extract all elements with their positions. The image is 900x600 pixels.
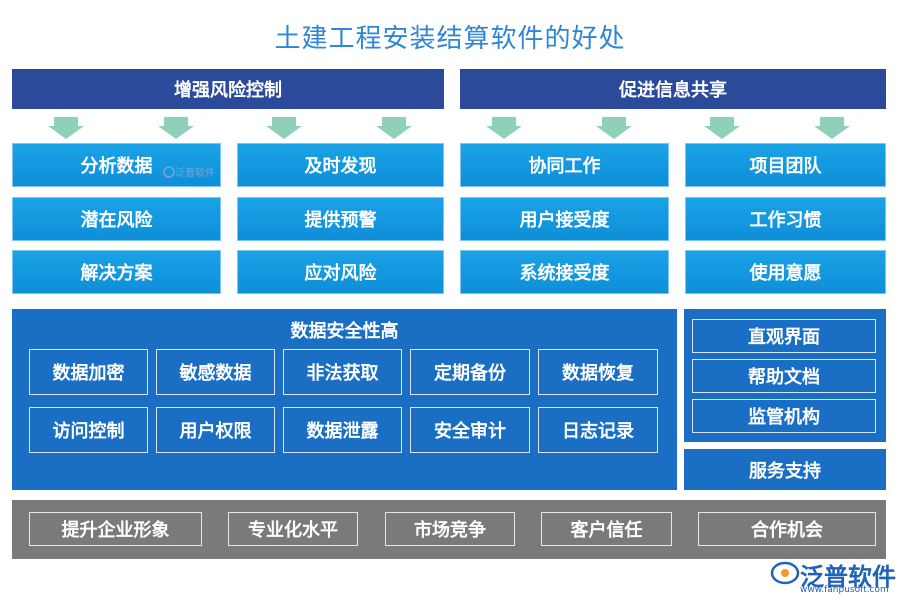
down-arrow-icon [814,117,850,139]
support-item: 直观界面 [692,319,876,353]
risk-cell: 及时发现 [237,143,444,187]
share-cell: 工作习惯 [685,197,886,241]
risk-cell: 解决方案 [12,250,221,294]
bottom-item: 客户信任 [541,512,672,546]
support-panel [684,309,886,442]
support-footer: 服务支持 [684,449,886,490]
security-item: 敏感数据 [156,349,275,395]
risk-cell: 分析数据 [12,143,221,187]
risk-header: 增强风险控制 [12,69,444,109]
page-title: 土建工程安装结算软件的好处 [274,24,626,54]
security-item: 数据泄露 [283,407,402,453]
share-cell: 用户接受度 [460,197,669,241]
security-title: 数据安全性高 [290,321,399,342]
security-item: 非法获取 [283,349,402,395]
down-arrow-icon [596,117,632,139]
security-item: 用户权限 [156,407,275,453]
fanpu-logo-icon [770,561,800,585]
security-item: 定期备份 [410,349,530,395]
risk-cell: 应对风险 [237,250,444,294]
watermark-small: 泛普软件 [163,164,215,179]
bottom-item: 市场竞争 [385,512,515,546]
share-cell: 协同工作 [460,143,669,187]
bottom-item: 提升企业形象 [29,512,202,546]
security-item: 日志记录 [538,407,658,453]
security-item: 安全审计 [410,407,530,453]
down-arrow-icon [376,117,412,139]
down-arrow-icon [266,117,302,139]
down-arrow-icon [486,117,522,139]
support-item: 帮助文档 [692,359,876,393]
share-header: 促进信息共享 [460,69,886,109]
logo-text: 泛普软件 [800,563,896,591]
down-arrow-icon [48,117,84,139]
fanpu-logo-icon [163,165,175,178]
share-cell: 系统接受度 [460,250,669,294]
security-panel [12,309,677,490]
security-item: 数据恢复 [538,349,658,395]
support-item: 监管机构 [692,399,876,433]
share-cell: 项目团队 [685,143,886,187]
down-arrow-icon [158,117,194,139]
down-arrow-icon [704,117,740,139]
bottom-item: 专业化水平 [228,512,358,546]
security-item: 数据加密 [29,349,148,395]
bottom-band [12,500,886,559]
risk-cell: 提供预警 [237,197,444,241]
logo-url: www.fanpusoft.com [800,585,889,595]
share-cell: 使用意愿 [685,250,886,294]
security-item: 访问控制 [29,407,148,453]
risk-cell: 潜在风险 [12,197,221,241]
bottom-item: 合作机会 [698,512,876,546]
